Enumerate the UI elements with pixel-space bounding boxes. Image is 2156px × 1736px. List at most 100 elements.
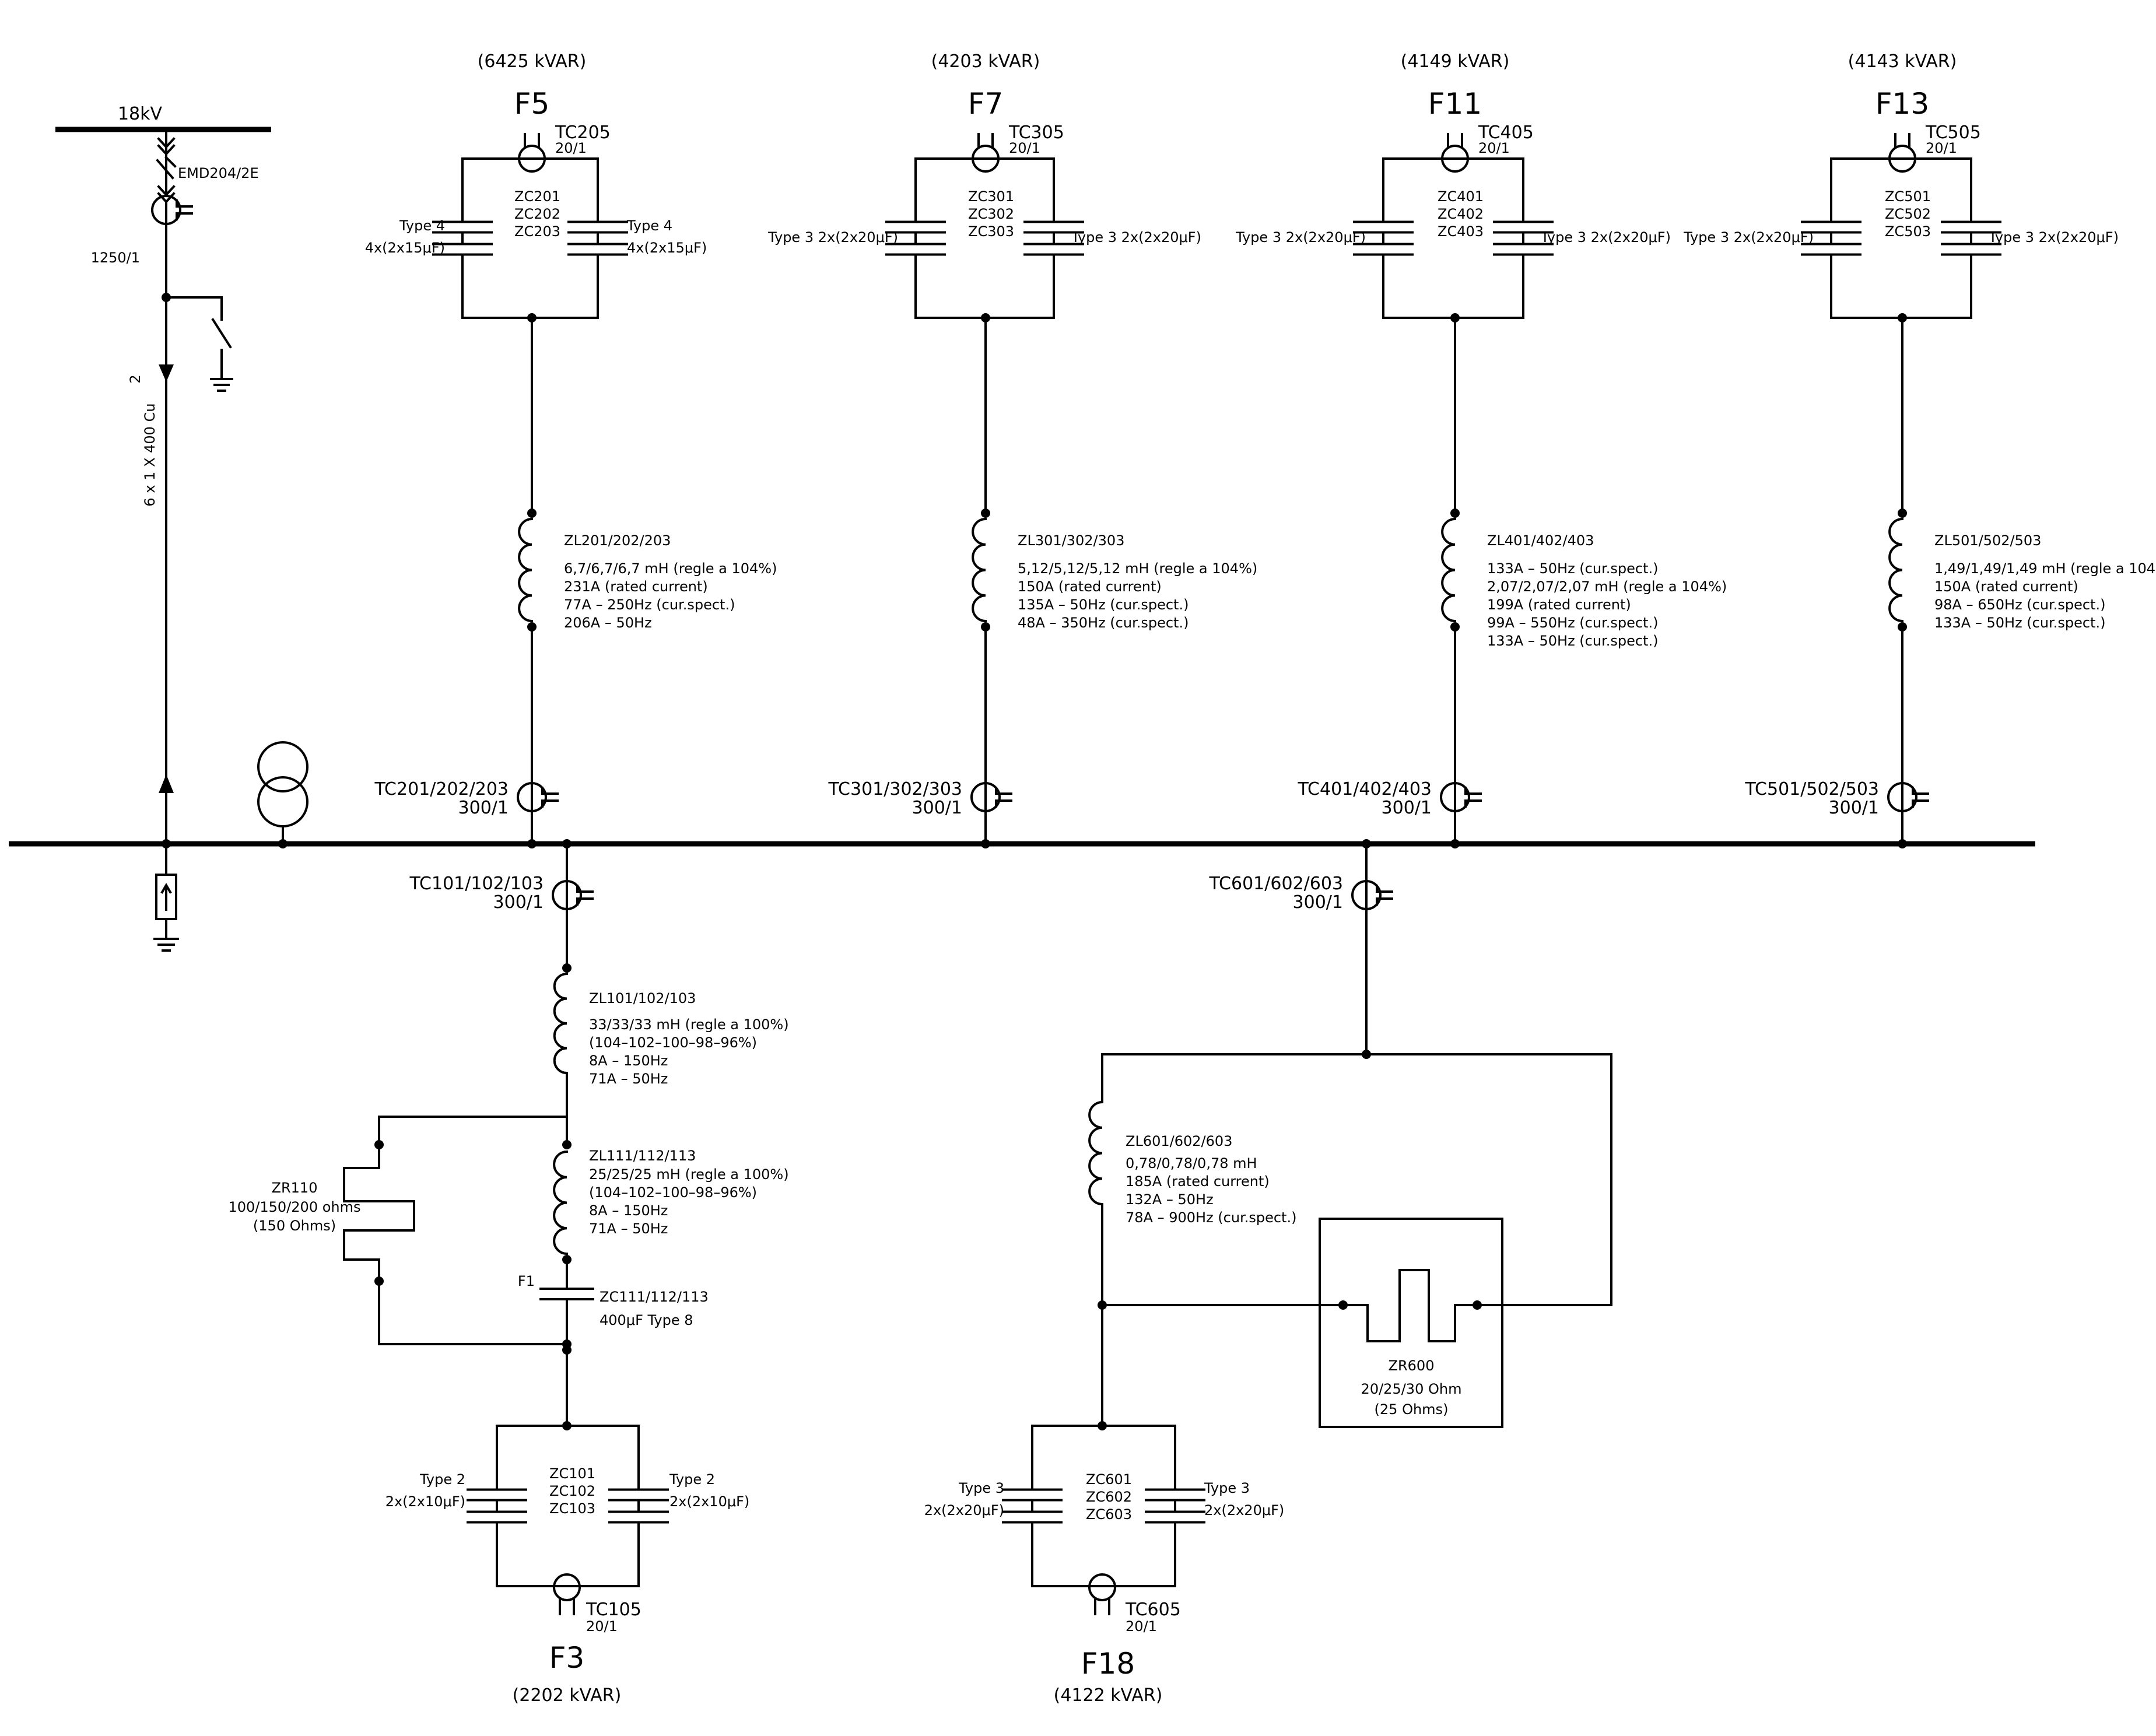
cap-type-label: Type 3 2x(2x20μF) <box>1683 229 1814 246</box>
current-transformer-icon <box>553 1573 581 1601</box>
inductor-spec: 25/25/25 mH (regle a 100%) <box>589 1166 789 1183</box>
junction-dot <box>1450 508 1460 518</box>
ct-label: TC601/602/603 <box>1208 874 1343 894</box>
ct-secondary <box>576 897 594 906</box>
ct-ratio-label: 300/1 <box>1829 798 1879 818</box>
zc-label: ZC102 <box>549 1483 595 1499</box>
breaker-icon <box>156 159 174 180</box>
inductor-icon <box>972 517 987 623</box>
arrow-up-icon <box>159 774 174 793</box>
ct-ratio-label: 20/1 <box>1478 140 1510 156</box>
ct-secondary <box>1464 799 1482 808</box>
wiring <box>9 127 2035 1615</box>
inductor-spec: 8A – 150Hz <box>589 1053 668 1069</box>
inductor-label: ZL401/402/403 <box>1487 532 1594 549</box>
ct-label: TC605 <box>1125 1600 1181 1620</box>
ct-secondary <box>176 212 193 220</box>
kvar-label: (4143 kVAR) <box>1848 51 1957 72</box>
arrow-down-icon <box>159 364 174 382</box>
filter-name: F5 <box>514 87 550 121</box>
resistor-box <box>1319 1218 1503 1428</box>
cable-label: 6 x 1 X 400 Cu <box>142 403 158 506</box>
inductor-spec: 150A (rated current) <box>1018 578 1162 595</box>
cap-type-label: Type 3 2x(2x20μF) <box>767 229 898 246</box>
cap-type-label: Type 3 <box>958 1480 1004 1496</box>
ct-label: TC105 <box>586 1600 641 1620</box>
resistor-spec: (25 Ohms) <box>1375 1401 1449 1418</box>
zc-label: ZC403 <box>1438 223 1484 240</box>
cap-type-label: Type 2 <box>669 1471 715 1488</box>
surge-arrester-icon <box>160 883 172 894</box>
zc-label: ZC202 <box>514 206 560 222</box>
inductor-spec: 99A – 550Hz (cur.spect.) <box>1487 615 1658 631</box>
inductor-spec: 33/33/33 mH (regle a 100%) <box>589 1016 789 1033</box>
inductor-label: ZL301/302/303 <box>1018 532 1124 549</box>
zc-label: ZC501 <box>1885 188 1931 205</box>
resistor-spec: (150 Ohms) <box>253 1218 336 1234</box>
zc-label: ZC203 <box>514 223 560 240</box>
inductor-spec: 71A – 50Hz <box>589 1221 668 1237</box>
junction-dot <box>1450 839 1460 848</box>
ct-secondary <box>1376 885 1393 893</box>
cap-type-label: Type 4 <box>399 218 445 234</box>
ct-label: TC305 <box>1008 122 1064 143</box>
cap-type-label: 4x(2x15μF) <box>627 240 707 256</box>
filter-name: F18 <box>1081 1647 1135 1681</box>
inductor-label: ZL201/202/203 <box>564 532 671 549</box>
current-transformer-icon <box>1088 1573 1116 1601</box>
cap-type-label: Type 4 <box>626 218 672 234</box>
ct-secondary <box>176 199 193 208</box>
ct-secondary <box>995 787 1012 795</box>
inductor-spec: 132A – 50Hz <box>1126 1191 1214 1208</box>
earth-switch-wire <box>165 296 223 321</box>
junction-dot <box>1898 839 1907 848</box>
transformer-icon <box>257 741 308 792</box>
current-transformer-icon <box>972 145 1000 173</box>
resistor-spec: 100/150/200 ohms <box>228 1199 360 1215</box>
inductor-spec: 150A (rated current) <box>1934 578 2078 595</box>
junction-dot <box>981 508 990 518</box>
fuse-label: F1 <box>518 1273 535 1289</box>
filter-name: F13 <box>1875 87 1929 121</box>
filter-name: F3 <box>549 1641 585 1675</box>
ct-ratio-label: 20/1 <box>1126 1618 1157 1635</box>
current-transformer-icon <box>1887 782 1917 812</box>
inductor-icon <box>1888 517 1904 623</box>
inductor-spec: 71A – 50Hz <box>589 1071 668 1087</box>
inductor-label: ZL111/112/113 <box>589 1148 696 1164</box>
cap-type-label: Type 3 2x(2x20μF) <box>1988 229 2119 246</box>
ct-ratio-label: 300/1 <box>1293 892 1343 913</box>
transformer-icon <box>257 776 308 827</box>
inductor-spec: 206A – 50Hz <box>564 615 652 631</box>
ct-label: TC301/302/303 <box>828 779 962 799</box>
ct-ratio-label: 20/1 <box>586 1618 618 1635</box>
ct-secondary <box>995 799 1012 808</box>
resistor-icon <box>343 1144 415 1282</box>
disconnect-icon <box>157 137 176 149</box>
ct-secondary <box>1464 787 1482 795</box>
zc-label: ZC301 <box>968 188 1014 205</box>
inductor-label: ZL601/602/603 <box>1126 1133 1232 1149</box>
ct-label: TC401/402/403 <box>1297 779 1432 799</box>
ct-secondary <box>541 787 559 795</box>
inductor-icon <box>553 972 569 1075</box>
inductor-spec: 133A – 50Hz (cur.spect.) <box>1487 633 1658 649</box>
inductor-spec: 2,07/2,07/2,07 mH (regle a 104%) <box>1487 578 1727 595</box>
cap-type-label: 4x(2x15μF) <box>365 240 445 256</box>
inductor-spec: 185A (rated current) <box>1126 1173 1270 1190</box>
ct-secondary <box>541 799 559 808</box>
disconnect-icon <box>157 144 176 156</box>
resistor-label: ZR600 <box>1389 1358 1435 1374</box>
kvar-label: (2202 kVAR) <box>513 1685 622 1706</box>
kvar-label: (6425 kVAR) <box>478 51 587 72</box>
inductor-spec: 133A – 50Hz (cur.spect.) <box>1487 560 1658 577</box>
earth-switch-icon <box>211 318 232 349</box>
filter-name: F7 <box>968 87 1004 121</box>
ct-ratio-label: 20/1 <box>1009 140 1040 156</box>
inductor-spec: 133A – 50Hz (cur.spect.) <box>1934 615 2105 631</box>
zc-label: ZC503 <box>1885 223 1931 240</box>
current-transformer-icon <box>1441 145 1469 173</box>
ct-secondary <box>1376 897 1393 906</box>
ct-secondary <box>1912 787 1929 795</box>
